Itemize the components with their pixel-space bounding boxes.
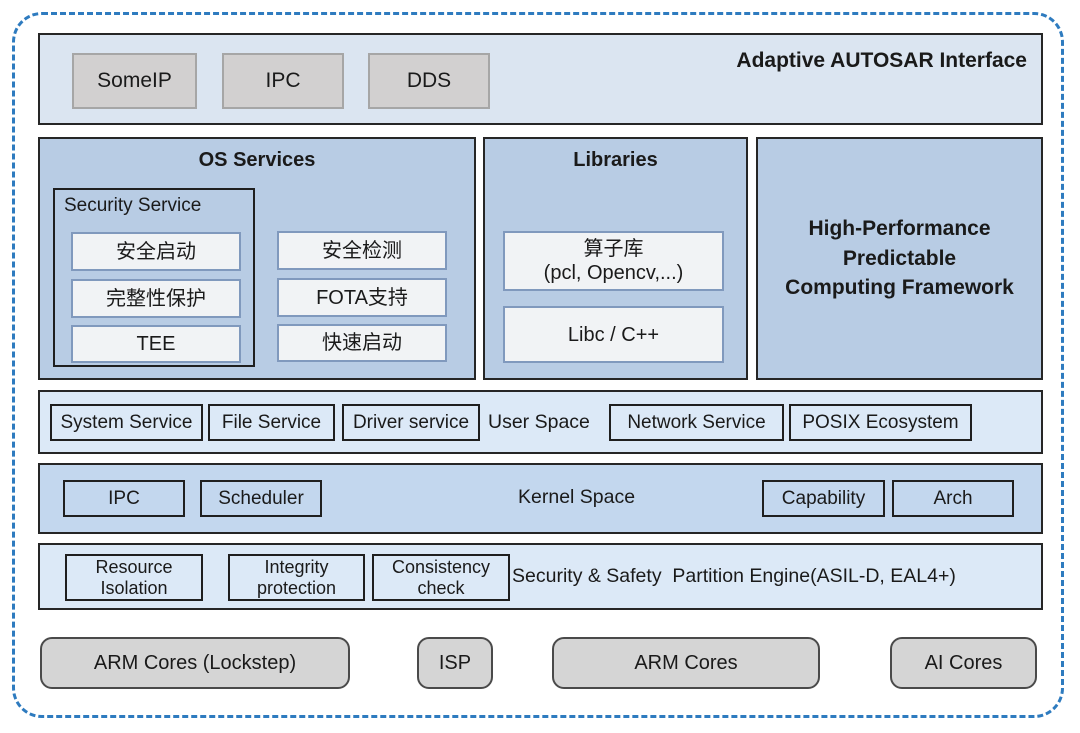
libraries-title: Libraries [573, 149, 658, 171]
security-detection-box: 安全检测 [277, 231, 447, 270]
operator-library-name: 算子库 [583, 238, 644, 260]
resource-isolation-line1: Resource [95, 556, 173, 577]
isp-chip: ISP [417, 637, 493, 689]
arm-cores-chip: ARM Cores [552, 637, 820, 689]
system-service-box: System Service [50, 404, 203, 441]
consistency-check-line1: Consistency [391, 556, 491, 577]
resource-isolation-box: Resource Isolation [65, 554, 203, 601]
network-service-box: Network Service [609, 404, 784, 441]
kernel-space-label: Kernel Space [518, 486, 636, 508]
dds-chip: DDS [368, 53, 490, 109]
resource-isolation-line2: Isolation [100, 577, 168, 598]
hpc-line3: Computing Framework [785, 276, 1014, 300]
ai-cores-chip: AI Cores [890, 637, 1037, 689]
kernel-space-row: IPC Scheduler Kernel Space Capability Ar… [38, 463, 1043, 534]
libraries-panel: Libraries 算子库 (pcl, Opencv,...) Libc / C… [483, 137, 748, 380]
hpc-line1: High-Performance [808, 217, 991, 241]
integrity-protection-box: Integrity protection [228, 554, 365, 601]
integrity-protection-line2: protection [256, 577, 337, 598]
file-service-box: File Service [208, 404, 335, 441]
kernel-ipc-box: IPC [63, 480, 185, 517]
hpc-line2: Predictable [842, 246, 957, 270]
security-service-title: Security Service [64, 195, 202, 216]
driver-service-box: Driver service [342, 404, 480, 441]
posix-ecosystem-box: POSIX Ecosystem [789, 404, 972, 441]
consistency-check-box: Consistency check [372, 554, 510, 601]
secure-boot-box: 安全启动 [71, 232, 241, 271]
adaptive-autosar-interface-title: Adaptive AUTOSAR Interface [736, 49, 1027, 72]
user-space-label: User Space [488, 411, 590, 433]
user-space-row: System Service File Service Driver servi… [38, 390, 1043, 454]
hpc-framework-panel: High-Performance Predictable Computing F… [756, 137, 1043, 380]
scheduler-box: Scheduler [200, 480, 322, 517]
fast-boot-box: 快速启动 [277, 324, 447, 362]
partition-engine-label: Security & Safety Partition Engine(ASIL-… [512, 565, 956, 587]
security-safety-row: Resource Isolation Integrity protection … [38, 543, 1043, 610]
consistency-check-line2: check [417, 577, 465, 598]
security-service-group: Security Service 安全启动 完整性保护 TEE [53, 188, 255, 367]
operator-library-box: 算子库 (pcl, Opencv,...) [503, 231, 724, 291]
os-services-title: OS Services [198, 149, 316, 171]
integrity-protection-cn-box: 完整性保护 [71, 279, 241, 318]
libc-cpp-box: Libc / C++ [503, 306, 724, 363]
operator-library-detail: (pcl, Opencv,...) [543, 262, 684, 284]
ipc-middleware-chip: IPC [222, 53, 344, 109]
integrity-protection-line1: Integrity [264, 556, 329, 577]
arch-box: Arch [892, 480, 1014, 517]
arm-cores-lockstep-chip: ARM Cores (Lockstep) [40, 637, 350, 689]
tee-box: TEE [71, 325, 241, 363]
someip-chip: SomeIP [72, 53, 197, 109]
os-services-panel: OS Services Security Service 安全启动 完整性保护 … [38, 137, 476, 380]
hpc-framework-label: High-Performance Predictable Computing F… [785, 214, 1014, 302]
capability-box: Capability [762, 480, 885, 517]
adaptive-autosar-interface-bar: SomeIP IPC DDS Adaptive AUTOSAR Interfac… [38, 33, 1043, 125]
dashed-outer-border [12, 12, 1064, 718]
fota-support-box: FOTA支持 [277, 278, 447, 317]
